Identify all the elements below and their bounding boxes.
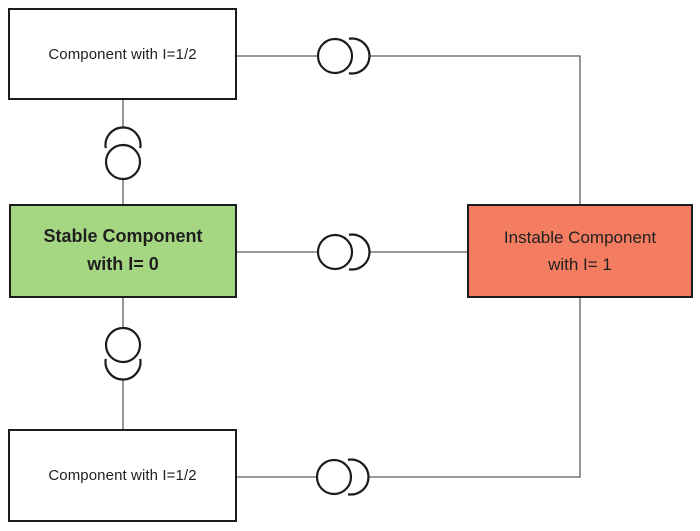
symbol-arc bbox=[104, 358, 142, 381]
symbol-circle bbox=[316, 233, 354, 271]
connector-bottom-loop bbox=[237, 298, 581, 478]
node-stable-component: Stable Component with I= 0 bbox=[9, 204, 237, 298]
node-instable-component: Instable Component with I= 1 bbox=[467, 204, 693, 298]
circle-arc-symbol-bottom bbox=[315, 458, 370, 496]
node-component-i-half-top: Component with I=1/2 bbox=[8, 8, 237, 100]
symbol-circle bbox=[104, 326, 142, 364]
connector-top-loop bbox=[237, 55, 581, 204]
symbol-arc bbox=[347, 458, 370, 496]
circle-arc-symbol-left-upper bbox=[104, 126, 142, 181]
circle-arc-symbol-top bbox=[316, 37, 371, 75]
circle-arc-symbol-left-lower bbox=[104, 326, 142, 381]
symbol-circle bbox=[104, 143, 142, 181]
symbol-arc bbox=[104, 126, 142, 149]
connector-lines bbox=[122, 55, 581, 478]
node-label-line2: with I= 1 bbox=[548, 255, 612, 274]
node-label-line1: Stable Component bbox=[43, 226, 203, 247]
coupling-symbols bbox=[104, 37, 371, 496]
symbol-arc bbox=[348, 233, 371, 271]
node-label-line1: Instable Component bbox=[503, 227, 657, 247]
node-label: Component with I=1/2 bbox=[48, 45, 197, 63]
node-label: Component with I=1/2 bbox=[48, 467, 197, 484]
symbol-circle bbox=[315, 458, 353, 496]
node-label-line2: with I= 0 bbox=[87, 254, 159, 274]
symbol-circle bbox=[316, 37, 354, 75]
circle-arc-symbol-middle bbox=[316, 233, 371, 271]
node-component-i-half-bottom: Component with I=1/2 bbox=[8, 429, 237, 522]
symbol-arc bbox=[348, 37, 371, 75]
